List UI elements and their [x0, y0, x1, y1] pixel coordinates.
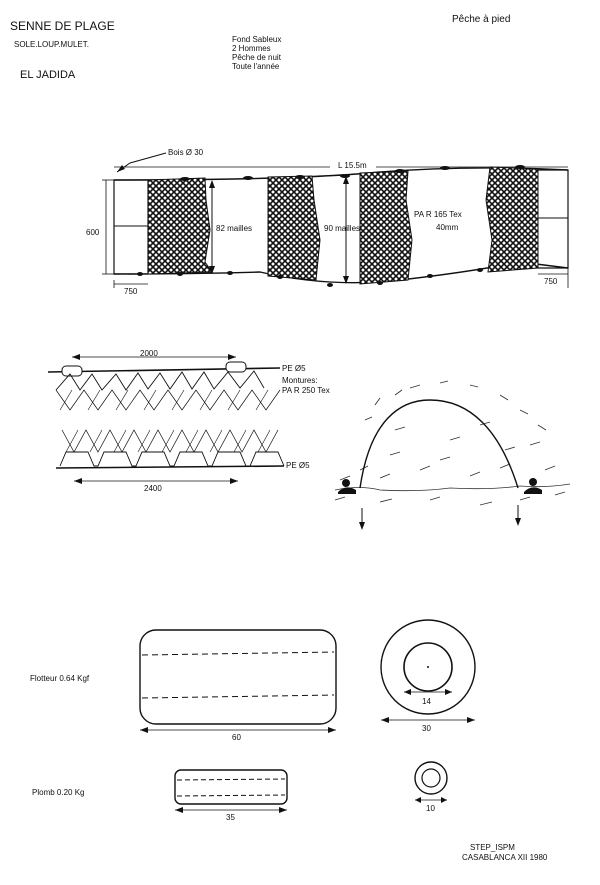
float-side-view	[139, 629, 337, 725]
bottom-rope-label: PE Ø5	[286, 461, 310, 470]
footrope-line	[113, 261, 569, 284]
condition-season: Toute l'année	[232, 62, 280, 71]
top-rope-label: PE Ø5	[282, 364, 306, 373]
left-wing-width: 750	[124, 287, 138, 296]
float-outer-diameter: 30	[422, 724, 431, 733]
condition-timing: Pêche de nuit	[232, 53, 282, 62]
top-spacing-label: 2000	[140, 349, 158, 358]
mesh-count-long: 90 mailles	[324, 224, 360, 233]
rigging-detail: 2000 PE Ø5 Montures: PA R 250 Tex PE Ø5 …	[47, 349, 330, 493]
mesh-band-3	[359, 170, 413, 285]
net-operation-sketch	[334, 380, 571, 530]
right-wing-width: 750	[544, 277, 558, 286]
fisherman-right	[524, 478, 542, 494]
net-material-label: PA R 165 Tex	[414, 210, 462, 219]
mesh-band-1	[147, 177, 213, 275]
direction-arrow-right	[515, 518, 521, 526]
fishing-method: Pêche à pied	[452, 14, 510, 25]
sinker-length-label: 35	[226, 813, 235, 822]
sinker-diameter-label: 10	[426, 804, 435, 813]
left-wing-panel	[113, 179, 149, 275]
rigging-float-left	[61, 365, 83, 377]
direction-arrow-left	[359, 522, 365, 530]
location-label: EL JADIDA	[20, 69, 76, 81]
net-plan-drawing: Bois Ø 30	[86, 148, 569, 296]
fisherman-left	[338, 479, 356, 494]
mounting-material-label: PA R 250 Tex	[282, 386, 330, 395]
float-inner-diameter: 14	[422, 697, 431, 706]
mesh-count-short: 82 mailles	[216, 224, 252, 233]
net-arc	[359, 399, 519, 489]
sinker-drawings: Plomb 0.20 Kg 35 10	[32, 761, 448, 822]
rigging-float-right	[225, 361, 247, 373]
sinker-side-view	[174, 769, 288, 805]
headrope-length-label: L 15.5m	[338, 161, 367, 170]
place-date-label: CASABLANCA XII 1980	[462, 853, 548, 862]
bottom-spacing-label: 2400	[144, 484, 162, 493]
footrope-sinkers	[137, 268, 483, 287]
sinker-label: Plomb 0.20 Kg	[32, 788, 84, 797]
condition-substrate: Fond Sableux	[232, 35, 281, 44]
mesh-size-label: 40mm	[436, 223, 459, 232]
float-drawings: Flotteur 0.64 Kgf 60 14 30	[30, 619, 476, 742]
mounting-label: Montures:	[282, 376, 318, 385]
float-length-label: 60	[232, 733, 241, 742]
mesh-band-4	[485, 166, 539, 273]
organization-label: STEP_ISPM	[470, 843, 515, 852]
condition-crew: 2 Hommes	[232, 44, 271, 53]
mesh-band-2	[267, 175, 321, 281]
target-species: SOLE.LOUP.MULET.	[14, 40, 89, 49]
float-material-label: Bois Ø 30	[168, 148, 204, 157]
net-height-label: 600	[86, 228, 100, 237]
right-wing-panel	[538, 169, 569, 269]
drawing-title: SENNE DE PLAGE	[10, 19, 115, 33]
float-label: Flotteur 0.64 Kgf	[30, 674, 90, 683]
